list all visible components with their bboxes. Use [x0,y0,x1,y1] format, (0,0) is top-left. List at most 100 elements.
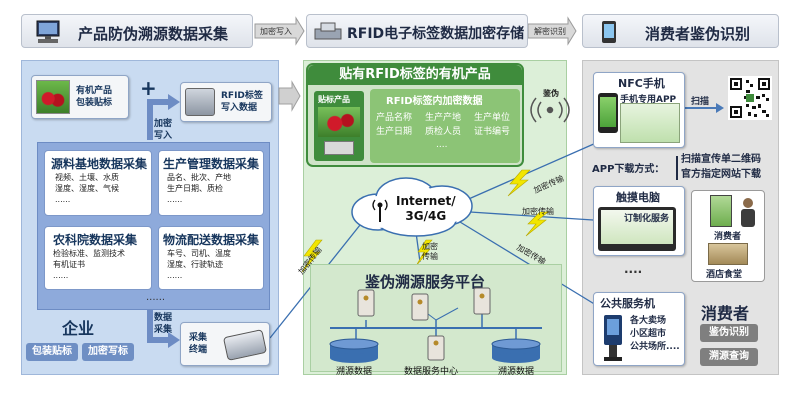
rfid-data-box: RFID标签内加密数据 产品名称 生产产地 生产单位 生产日期 质检人员 证书编… [370,89,520,163]
collect-terminal-label: 采集 终端 [189,333,208,355]
monitor-icon [598,207,676,251]
handheld-terminal-icon [222,329,268,361]
header-middle: RFID电子标签数据加密存储 [306,14,528,48]
agri-academy-card: 农科院数据采集 检验标准、监测技术 有机证书 ...... [44,226,152,290]
touch-pc-title: 触摸电脑 [616,191,660,204]
header-middle-title: RFID电子标签数据加密存储 [347,26,525,42]
kiosk-card: 消费者 酒店食堂 [691,190,765,282]
production-text: 品名、批次、产地 生产日期、质检 ...... [167,173,231,204]
consumer-small-label: 消费者 [714,232,742,242]
kiosk-screen-icon [710,195,732,227]
scan-label: 扫描 [691,97,710,107]
database-icon-left [329,338,379,363]
rfid-writer-icon [314,22,342,40]
places-label: 各大卖场 小区超市 公共场所.... [630,316,680,352]
kiosk-machine-icon [604,315,622,361]
server-icon-2 [411,293,429,321]
header-arrow-2-label: 解密识别 [534,27,566,36]
organic-package-label: 有机产品 包装贴标 [76,86,113,108]
computer-icon [36,20,60,43]
server-icon-1 [357,289,375,317]
collect-terminal-card: 采集 终端 [180,322,270,366]
source-base-title: 源料基地数据采集 [51,157,148,171]
header-right-title: 消费者鉴伪识别 [645,25,751,43]
identify-label: 鉴伪 [543,89,559,98]
rfid-tag-icon [324,141,354,155]
source-base-card: 源料基地数据采集 视频、土壤、水质 湿度、湿度、气候 ...... [44,150,152,216]
ordering-label: 订制化服务 [624,214,670,224]
header-right: 消费者鉴伪识别 [582,14,779,48]
production-card: 生产管理数据采集 品名、批次、产地 生产日期、质检 ...... [158,150,264,216]
lightning-icon-2 [415,239,433,267]
rfid-field-5: 质检人员 [425,127,462,137]
download-options: 扫描宣传单二维码 官方指定网站下载 [681,154,761,180]
agri-academy-title: 农科院数据采集 [53,233,138,247]
package-label-button[interactable]: 包装贴标 [26,343,78,361]
signal-waves-icon [530,97,570,123]
header-arrow-1-label: 加密写入 [260,27,292,36]
rfid-field-3: 生产单位 [474,113,511,123]
more-devices: .... [624,262,643,276]
encrypt-write-label: 加密 写入 [154,119,173,141]
header-arrow-1 [254,16,305,46]
identify-button[interactable]: 鉴伪识别 [700,324,758,342]
nfc-phone-card: NFC手机 手机专用APP [593,72,685,148]
rfid-field-more: .... [436,140,448,150]
data-collect-label: 数据 采集 [154,313,173,335]
db-right-label: 溯源数据 [498,367,535,377]
trace-query-button[interactable]: 溯源查询 [700,348,758,366]
server-icon-center [427,335,445,361]
db-center-label: 数据服务中心 [404,367,459,377]
enterprise-label: 企业 [62,319,95,338]
agri-academy-text: 检验标准、监测技术 有机证书 ...... [53,249,125,280]
left-mid-arrow [278,80,301,112]
rfid-write-label: RFID标签 写入数据 [221,91,263,113]
logistics-text: 车号、司机、温度 湿度、行驶轨迹 ...... [167,249,231,280]
qr-code-icon [728,76,772,120]
rfid-product-header: 贴有RFID标签的有机产品 [308,65,522,85]
header-arrow-2 [527,16,577,46]
encrypt-tag-button[interactable]: 加密写标 [82,343,134,361]
rfid-field-2: 生产产地 [425,113,462,123]
rfid-reader-icon [185,88,215,116]
server-icon-3 [473,287,491,315]
cherry-image-icon [36,80,70,114]
production-title: 生产管理数据采集 [163,157,260,171]
public-machine-card: 公共服务机 各大卖场 小区超市 公共场所.... [593,292,685,366]
cherry-package-icon [318,107,360,137]
rfid-write-card: RFID标签 写入数据 [180,82,272,122]
more-collection: ...... [146,292,166,303]
smartphone-icon [598,93,618,133]
collect-arrow [147,302,170,343]
encrypt-transfer-3: 加密传输 [522,207,554,216]
lightning-icon-4 [525,211,549,237]
rfid-product-box: 贴有RFID标签的有机产品 贴标产品 RFID标签内加密数据 产品名称 生产产地… [306,63,524,167]
platform-title: 鉴伪溯源服务平台 [365,273,486,291]
phone-icon [602,21,616,43]
rfid-field-6: 证书编号 [474,127,511,137]
rfid-data-title: RFID标签内加密数据 [386,96,483,107]
restaurant-icon [708,243,748,265]
db-left-label: 溯源数据 [336,367,373,377]
touch-pc-card: 触摸电脑 订制化服务 [593,186,685,256]
public-machine-title: 公共服务机 [600,297,655,310]
app-download-label: APP下载方式： [592,164,665,175]
lightning-icon-1 [301,239,323,273]
logistics-title: 物流配送数据采集 [163,233,260,247]
header-left-title: 产品防伪溯源数据采集 [78,25,229,43]
rfid-field-4: 生产日期 [376,127,413,137]
phone-app-label: 手机专用APP [620,95,677,105]
lightning-icon-3 [507,169,531,197]
write-arrow [147,99,170,140]
nfc-phone-title: NFC手机 [618,77,665,90]
sticker-product-card: 贴标产品 [314,91,364,161]
app-screen-icon [620,103,680,143]
antenna-icon [372,199,388,222]
internet-label: Internet/ 3G/4G [396,194,456,223]
database-icon-right [491,338,541,363]
sticker-product-label: 贴标产品 [318,95,350,104]
logistics-card: 物流配送数据采集 车号、司机、温度 湿度、行驶轨迹 ...... [158,226,264,290]
organic-package-card: 有机产品 包装贴标 [31,75,129,119]
consumer-big-label: 消费者 [701,304,750,323]
